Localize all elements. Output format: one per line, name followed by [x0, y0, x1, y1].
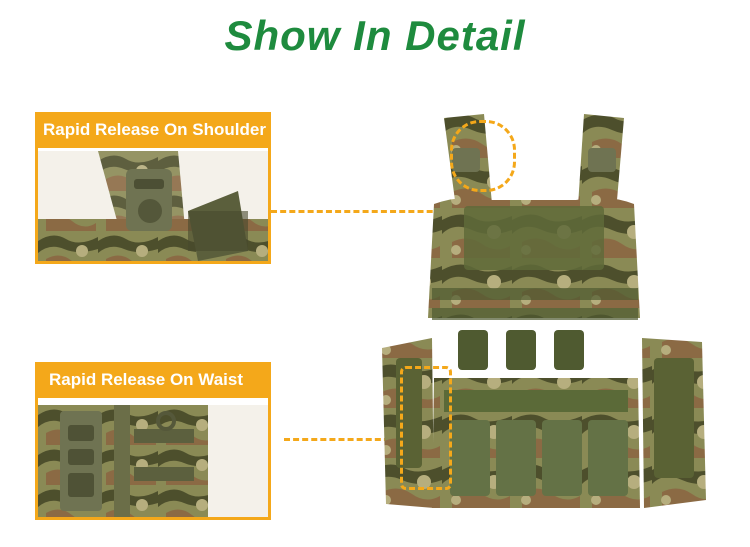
- waist-detail-image: [38, 405, 268, 517]
- waist-connector-line: [284, 438, 399, 441]
- shoulder-detail-image: [38, 151, 268, 261]
- shoulder-connector-line: [271, 210, 451, 213]
- shoulder-callout: Rapid Release On Shoulder: [35, 112, 271, 264]
- waist-callout: Rapid Release On Waist: [35, 362, 271, 520]
- shoulder-callout-label: Rapid Release On Shoulder: [35, 112, 271, 148]
- main-vest-image: [372, 108, 732, 528]
- waist-callout-label: Rapid Release On Waist: [35, 362, 271, 398]
- shoulder-highlight-box: [450, 120, 516, 192]
- page-title: Show In Detail: [224, 12, 526, 59]
- waist-highlight-box: [400, 366, 452, 490]
